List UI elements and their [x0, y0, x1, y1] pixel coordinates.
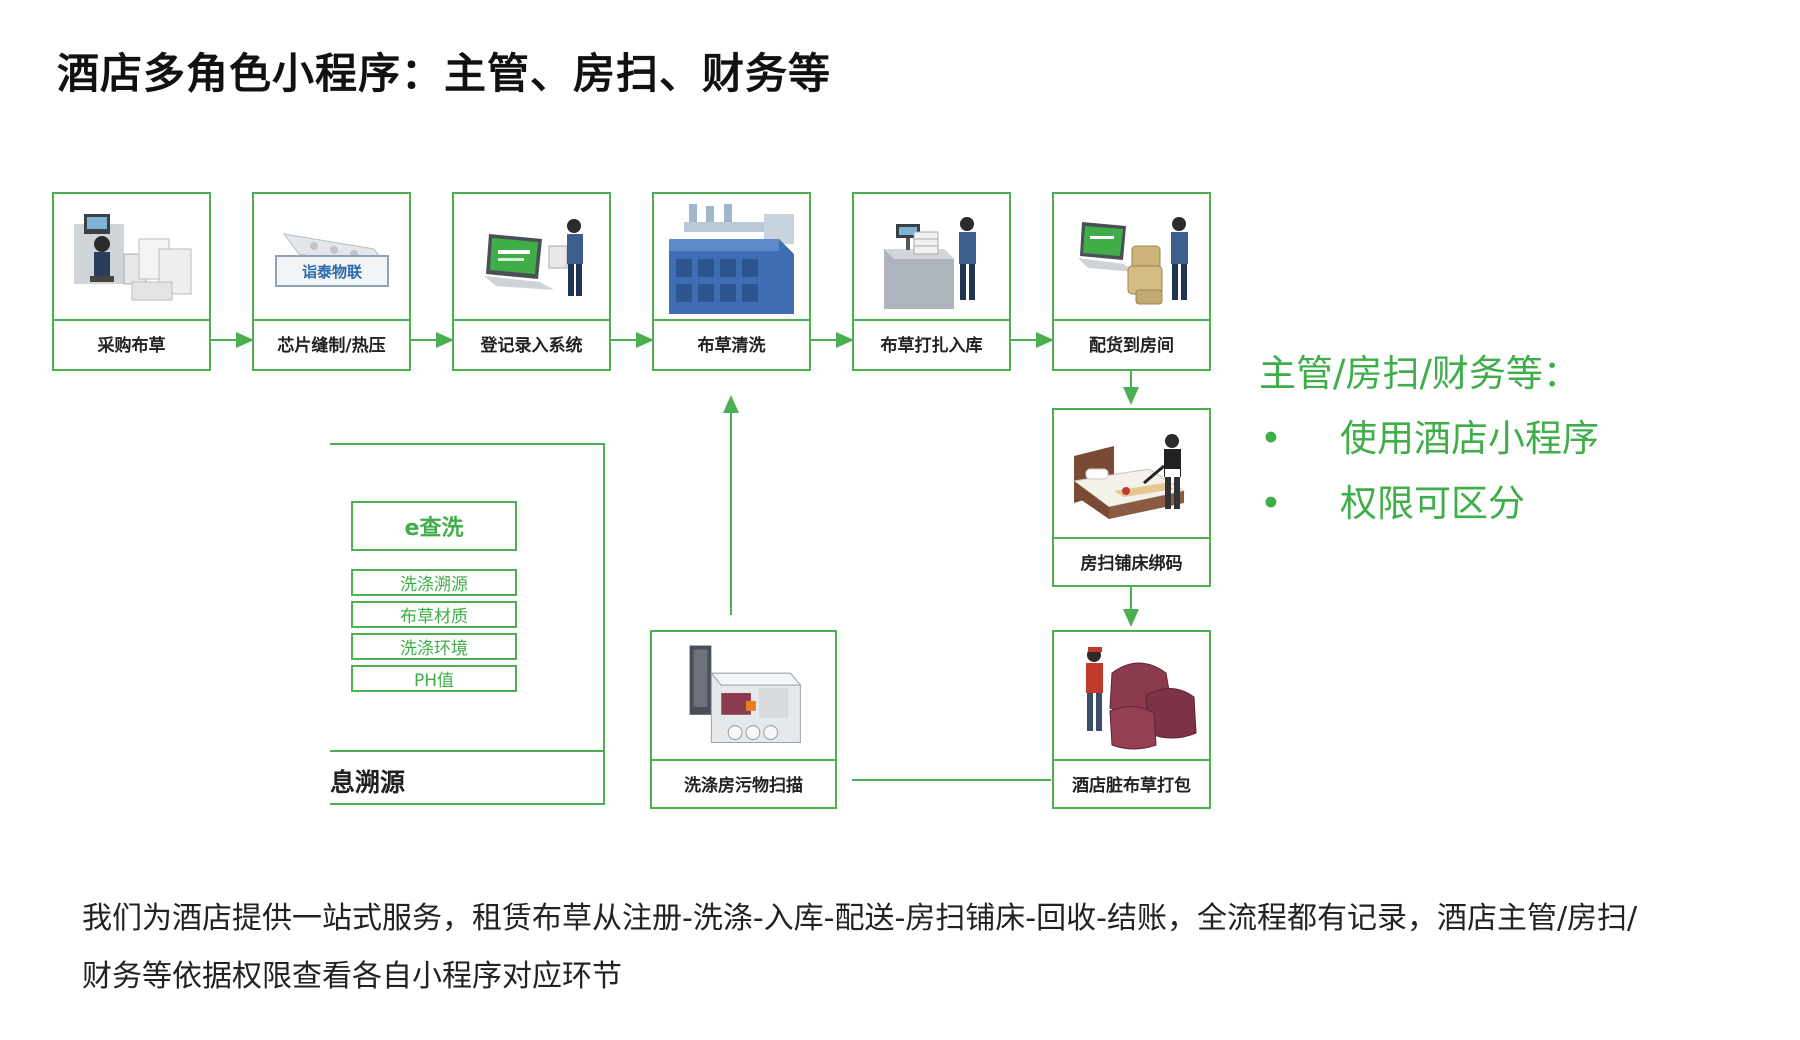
step-label: 登记录入系统 [480, 335, 583, 356]
delivery-icon [1054, 194, 1209, 321]
step-label: 洗涤房污物扫描 [684, 775, 803, 796]
step-label: 采购布草 [97, 335, 166, 356]
register-system-icon [454, 194, 609, 321]
step-label: 配货到房间 [1089, 335, 1174, 356]
step-label: 房扫铺床绑码 [1080, 553, 1183, 574]
washing-machine-icon [654, 194, 809, 321]
step-register: 登记录入系统 [452, 192, 611, 371]
roles-item-text: 使用酒店小程序 [1340, 417, 1599, 460]
step-scanning: 洗涤房污物扫描 [650, 630, 837, 809]
packing-icon [1054, 632, 1209, 761]
step-label: 芯片缝制/热压 [277, 335, 386, 356]
roles-item: • 权限可区分 [1260, 473, 1525, 527]
step-label: 布草清洗 [697, 335, 766, 356]
trace-panel: 息溯源 [330, 443, 605, 805]
step-warehouse: 布草打扎入库 [852, 192, 1011, 371]
roles-item-text: 权限可区分 [1340, 482, 1525, 525]
roles-title: 主管/房扫/财务等： [1259, 352, 1580, 395]
trace-footer: 息溯源 [330, 768, 406, 797]
roles-item: • 使用酒店小程序 [1260, 408, 1599, 462]
step-delivery: 配货到房间 [1052, 192, 1211, 371]
description-text: 我们为酒店提供一站式服务，租赁布草从注册-洗涤-入库-配送-房扫铺床-回收-结账… [82, 901, 1638, 994]
trace-item: 布草材质 [351, 601, 517, 628]
step-label: 布草打扎入库 [880, 335, 983, 356]
trace-item: PH值 [351, 665, 517, 692]
trace-item: 洗涤环境 [351, 633, 517, 660]
step-washing: 布草清洗 [652, 192, 811, 371]
chip-sewing-icon: 诣泰物联 [254, 194, 409, 321]
step-chip-sewing: 诣泰物联 芯片缝制/热压 [252, 192, 411, 371]
purchase-icon [54, 194, 209, 321]
warehouse-icon [854, 194, 1009, 321]
scanning-icon [652, 632, 835, 761]
page-title: 酒店多角色小程序：主管、房扫、财务等 [57, 49, 832, 98]
bullet-icon: • [1260, 417, 1282, 460]
bed-making-icon [1054, 410, 1209, 539]
step-label: 酒店脏布草打包 [1072, 775, 1191, 796]
brand-text: 诣泰物联 [302, 263, 363, 281]
panel-divider [330, 750, 603, 752]
bullet-icon: • [1260, 482, 1282, 525]
step-purchase: 采购布草 [52, 192, 211, 371]
trace-item: 洗涤溯源 [351, 569, 517, 596]
step-packing: 酒店脏布草打包 [1052, 630, 1211, 809]
e-check-title: e查洗 [351, 501, 517, 551]
step-bed-making: 房扫铺床绑码 [1052, 408, 1211, 587]
